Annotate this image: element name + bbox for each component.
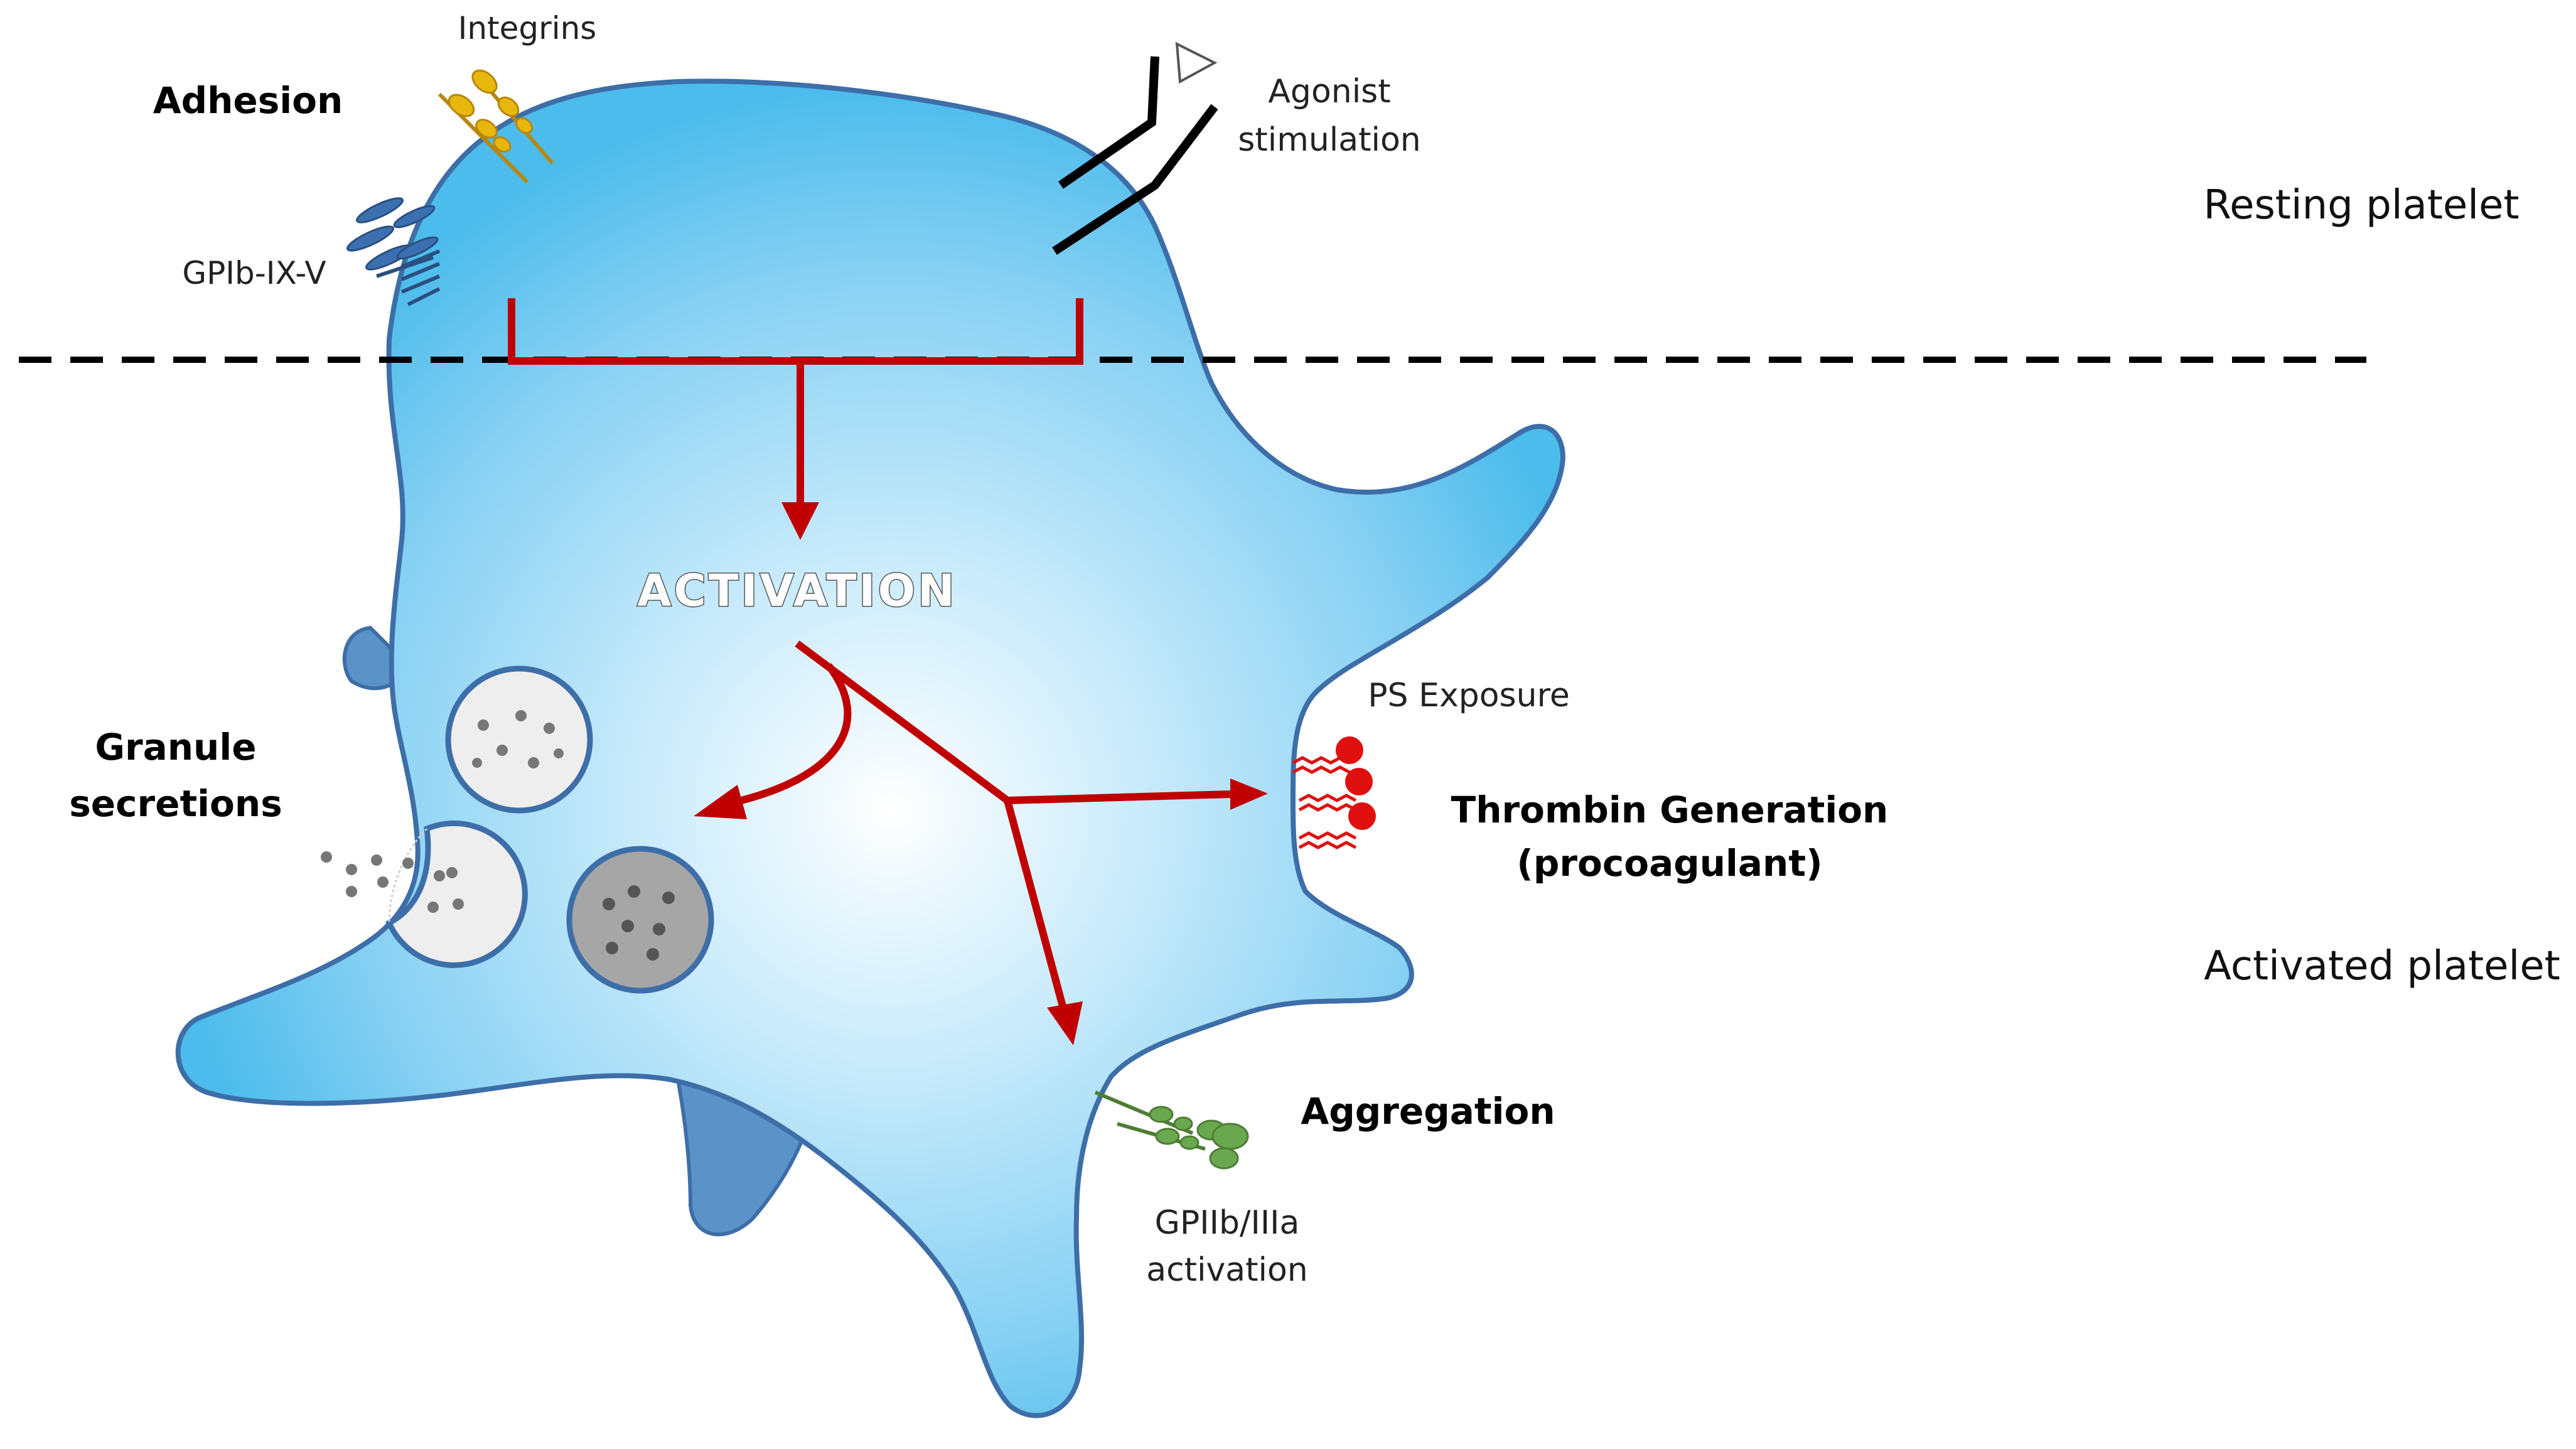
thrombin-label-line2: (procoagulant) [1516,842,1822,885]
platelet-cell [175,78,1566,1418]
granule-label-line1: Granule [95,726,256,768]
arrow-to-aggregation [1047,1001,1083,1045]
aggregation-label: Aggregation [1301,1090,1555,1133]
arrow-to-granules [694,785,747,819]
agonist-label-line2: stimulation [1238,121,1420,159]
activation-bracket [508,298,1083,502]
integrin-receptor-icon [437,69,554,184]
granule-label-line2: secretions [69,782,282,825]
gpib-receptor-icon [346,197,441,306]
granule-icon [445,665,593,814]
agonist-ligand-icon [1175,41,1218,84]
resting-platelet-label: Resting platelet [2203,182,2519,229]
activated-platelet-label: Activated platelet [2204,943,2560,989]
phosphatidylserine-icon [1292,736,1376,849]
agonist-label-line1: Agonist [1268,73,1390,110]
ps-exposure-label: PS Exposure [1368,677,1570,714]
gpiib-iiia-receptor-icon [1094,1091,1249,1170]
thrombin-label-line1: Thrombin Generation [1451,789,1889,831]
agonist-receptor-icon [1052,56,1218,255]
gpib-label: GPIb-IX-V [182,255,326,291]
activation-pathways [727,640,1231,1012]
gpiib-label-line1: GPIIb/IIIa [1155,1204,1300,1242]
gpiib-label-line2: activation [1146,1251,1308,1289]
integrins-label: Integrins [458,10,597,46]
arrow-to-thrombin [1230,778,1268,810]
arrow-to-activation [781,502,819,540]
secreting-granule-icon [321,820,528,968]
granule-icon [566,846,714,994]
activation-label: ACTIVATION [637,565,957,617]
adhesion-label: Adhesion [153,79,343,122]
